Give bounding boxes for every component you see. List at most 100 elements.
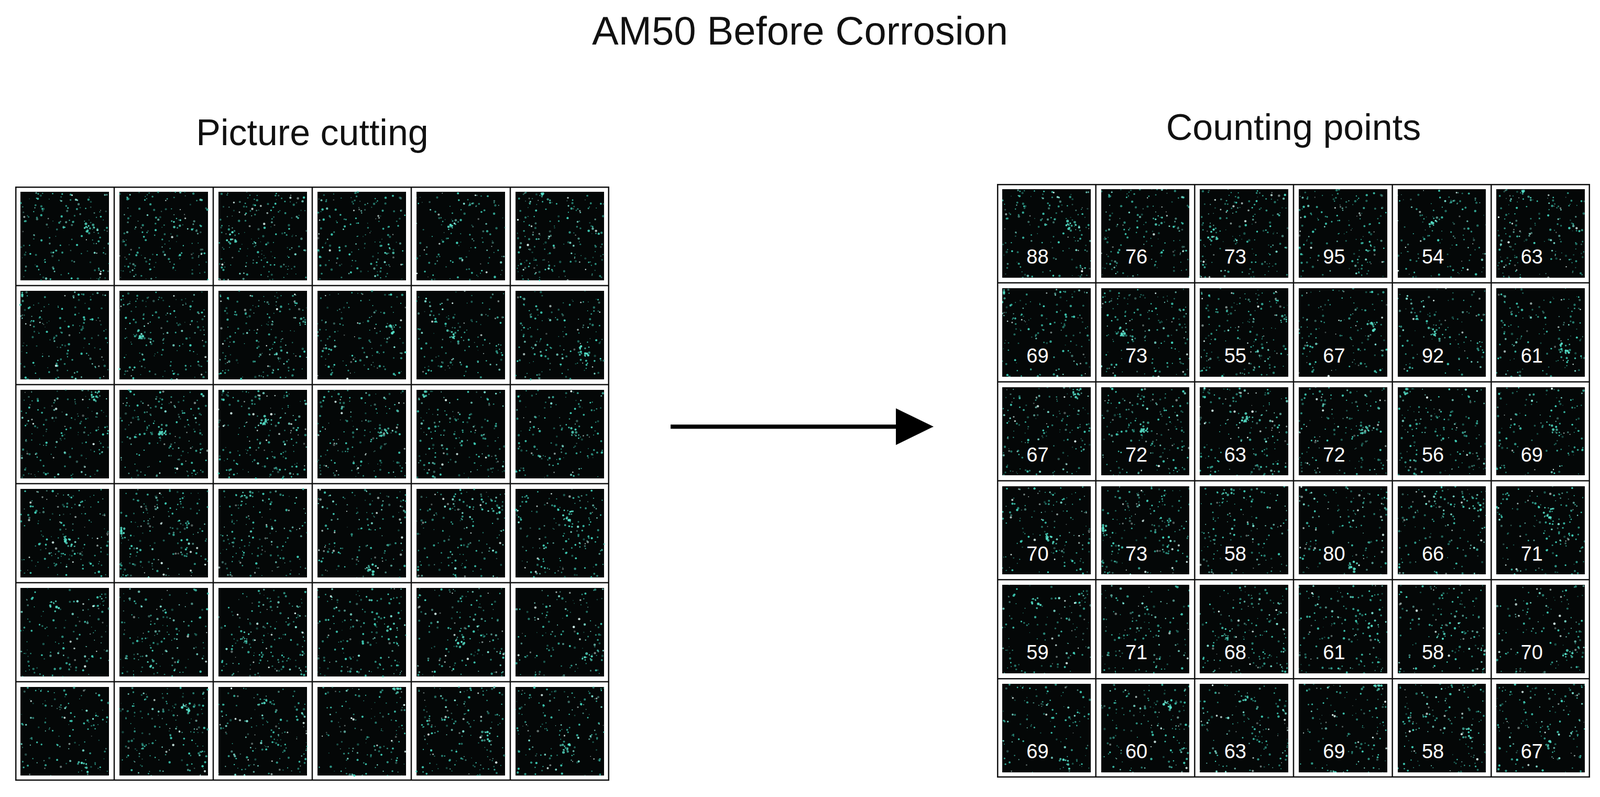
particle-dot <box>380 244 383 247</box>
particle-dot <box>404 351 407 354</box>
particle-dot <box>292 203 295 206</box>
particle-dot <box>375 332 378 335</box>
particle-dot <box>269 279 271 281</box>
particle-dot <box>144 366 146 369</box>
particle-dot <box>145 301 147 303</box>
particle-dot <box>503 226 506 229</box>
particle-dot <box>123 232 126 235</box>
particle-dot <box>255 339 258 342</box>
particle-dot <box>536 203 538 205</box>
particle-dot <box>316 323 319 325</box>
particle-dot <box>392 248 395 251</box>
particle-dot <box>96 228 99 232</box>
particle-dot <box>434 262 436 265</box>
particle-dot <box>539 290 542 293</box>
particle-dot <box>94 346 96 349</box>
particle-dot <box>336 221 338 224</box>
particle-dot <box>589 322 591 325</box>
particle-dot <box>293 330 295 332</box>
particle-dot <box>290 268 292 270</box>
particle-dot <box>331 371 334 374</box>
particle-dot <box>396 220 398 223</box>
particle-dot <box>180 251 183 254</box>
particle-dot <box>89 318 91 320</box>
particle-dot <box>231 231 234 234</box>
particle-dot <box>228 225 230 227</box>
particle-dot <box>92 226 95 229</box>
particle-dot <box>143 235 146 238</box>
particle-dot <box>488 256 491 259</box>
particle-dot <box>83 220 85 222</box>
particle-dot <box>399 326 401 328</box>
particle-dot <box>262 371 265 374</box>
particle-dot <box>93 269 96 272</box>
particle-dot <box>500 352 503 354</box>
particle-dot <box>125 327 127 330</box>
particle-dot <box>189 323 191 325</box>
particle-dot <box>343 306 346 309</box>
particle-dot <box>266 323 268 325</box>
particle-dot <box>266 301 269 304</box>
particle-dot <box>463 339 465 341</box>
particle-dot <box>600 276 603 279</box>
particle-dot <box>325 358 327 360</box>
particle-dot <box>247 248 249 250</box>
particle-dot <box>26 214 28 216</box>
particle-dot <box>80 328 83 331</box>
particle-dot <box>206 208 209 211</box>
particle-dot <box>199 272 201 274</box>
particle-dot <box>223 266 226 268</box>
particle-dot <box>189 309 191 311</box>
particle-dot <box>584 257 587 260</box>
particle-dot <box>567 240 570 244</box>
particle-dot <box>92 239 94 241</box>
particle-dot <box>463 322 465 324</box>
particle-dot <box>283 200 286 203</box>
particle-dot <box>140 275 142 277</box>
particle-dot <box>287 268 289 270</box>
particle-dot <box>224 363 227 365</box>
particle-dot <box>253 198 255 200</box>
particle-dot <box>531 251 533 254</box>
particle-dot <box>226 194 228 196</box>
particle-dot <box>21 317 23 319</box>
particle-dot <box>203 251 206 255</box>
particle-dot <box>91 223 95 227</box>
particle-dot <box>86 226 89 229</box>
particle-dot <box>23 244 25 247</box>
particle-dot <box>380 344 382 347</box>
particle-dot <box>274 341 276 344</box>
particle-dot <box>23 276 25 278</box>
particle-dot <box>172 221 175 224</box>
particle-dot <box>320 227 323 230</box>
particle-dot <box>124 373 126 376</box>
particle-dot <box>130 343 133 345</box>
particle-dot <box>42 323 45 325</box>
particle-dot <box>275 233 278 236</box>
particle-dot <box>555 203 558 205</box>
particle-dot <box>135 254 138 257</box>
particle-dot <box>132 318 135 321</box>
particle-dot <box>144 199 146 201</box>
particle-dot <box>480 334 483 337</box>
particle-dot <box>165 199 167 201</box>
particle-dot <box>539 194 541 196</box>
particle-dot <box>421 201 423 203</box>
particle-dot <box>552 244 555 247</box>
particle-dot <box>249 194 251 196</box>
particle-dot <box>548 235 550 237</box>
particle-dot <box>429 304 432 308</box>
particle-dot <box>122 303 125 306</box>
particle-dot <box>191 243 193 245</box>
particle-dot <box>318 255 321 258</box>
particle-dot <box>324 321 327 323</box>
particle-dot <box>244 308 247 311</box>
particle-dot <box>319 219 321 222</box>
particle-dot <box>107 270 109 272</box>
particle-dot <box>176 226 179 229</box>
particle-dot <box>179 323 182 326</box>
particle-dot <box>472 225 474 228</box>
particle-dot <box>447 228 449 230</box>
particle-dot <box>263 255 265 257</box>
particle-dot <box>259 353 262 356</box>
